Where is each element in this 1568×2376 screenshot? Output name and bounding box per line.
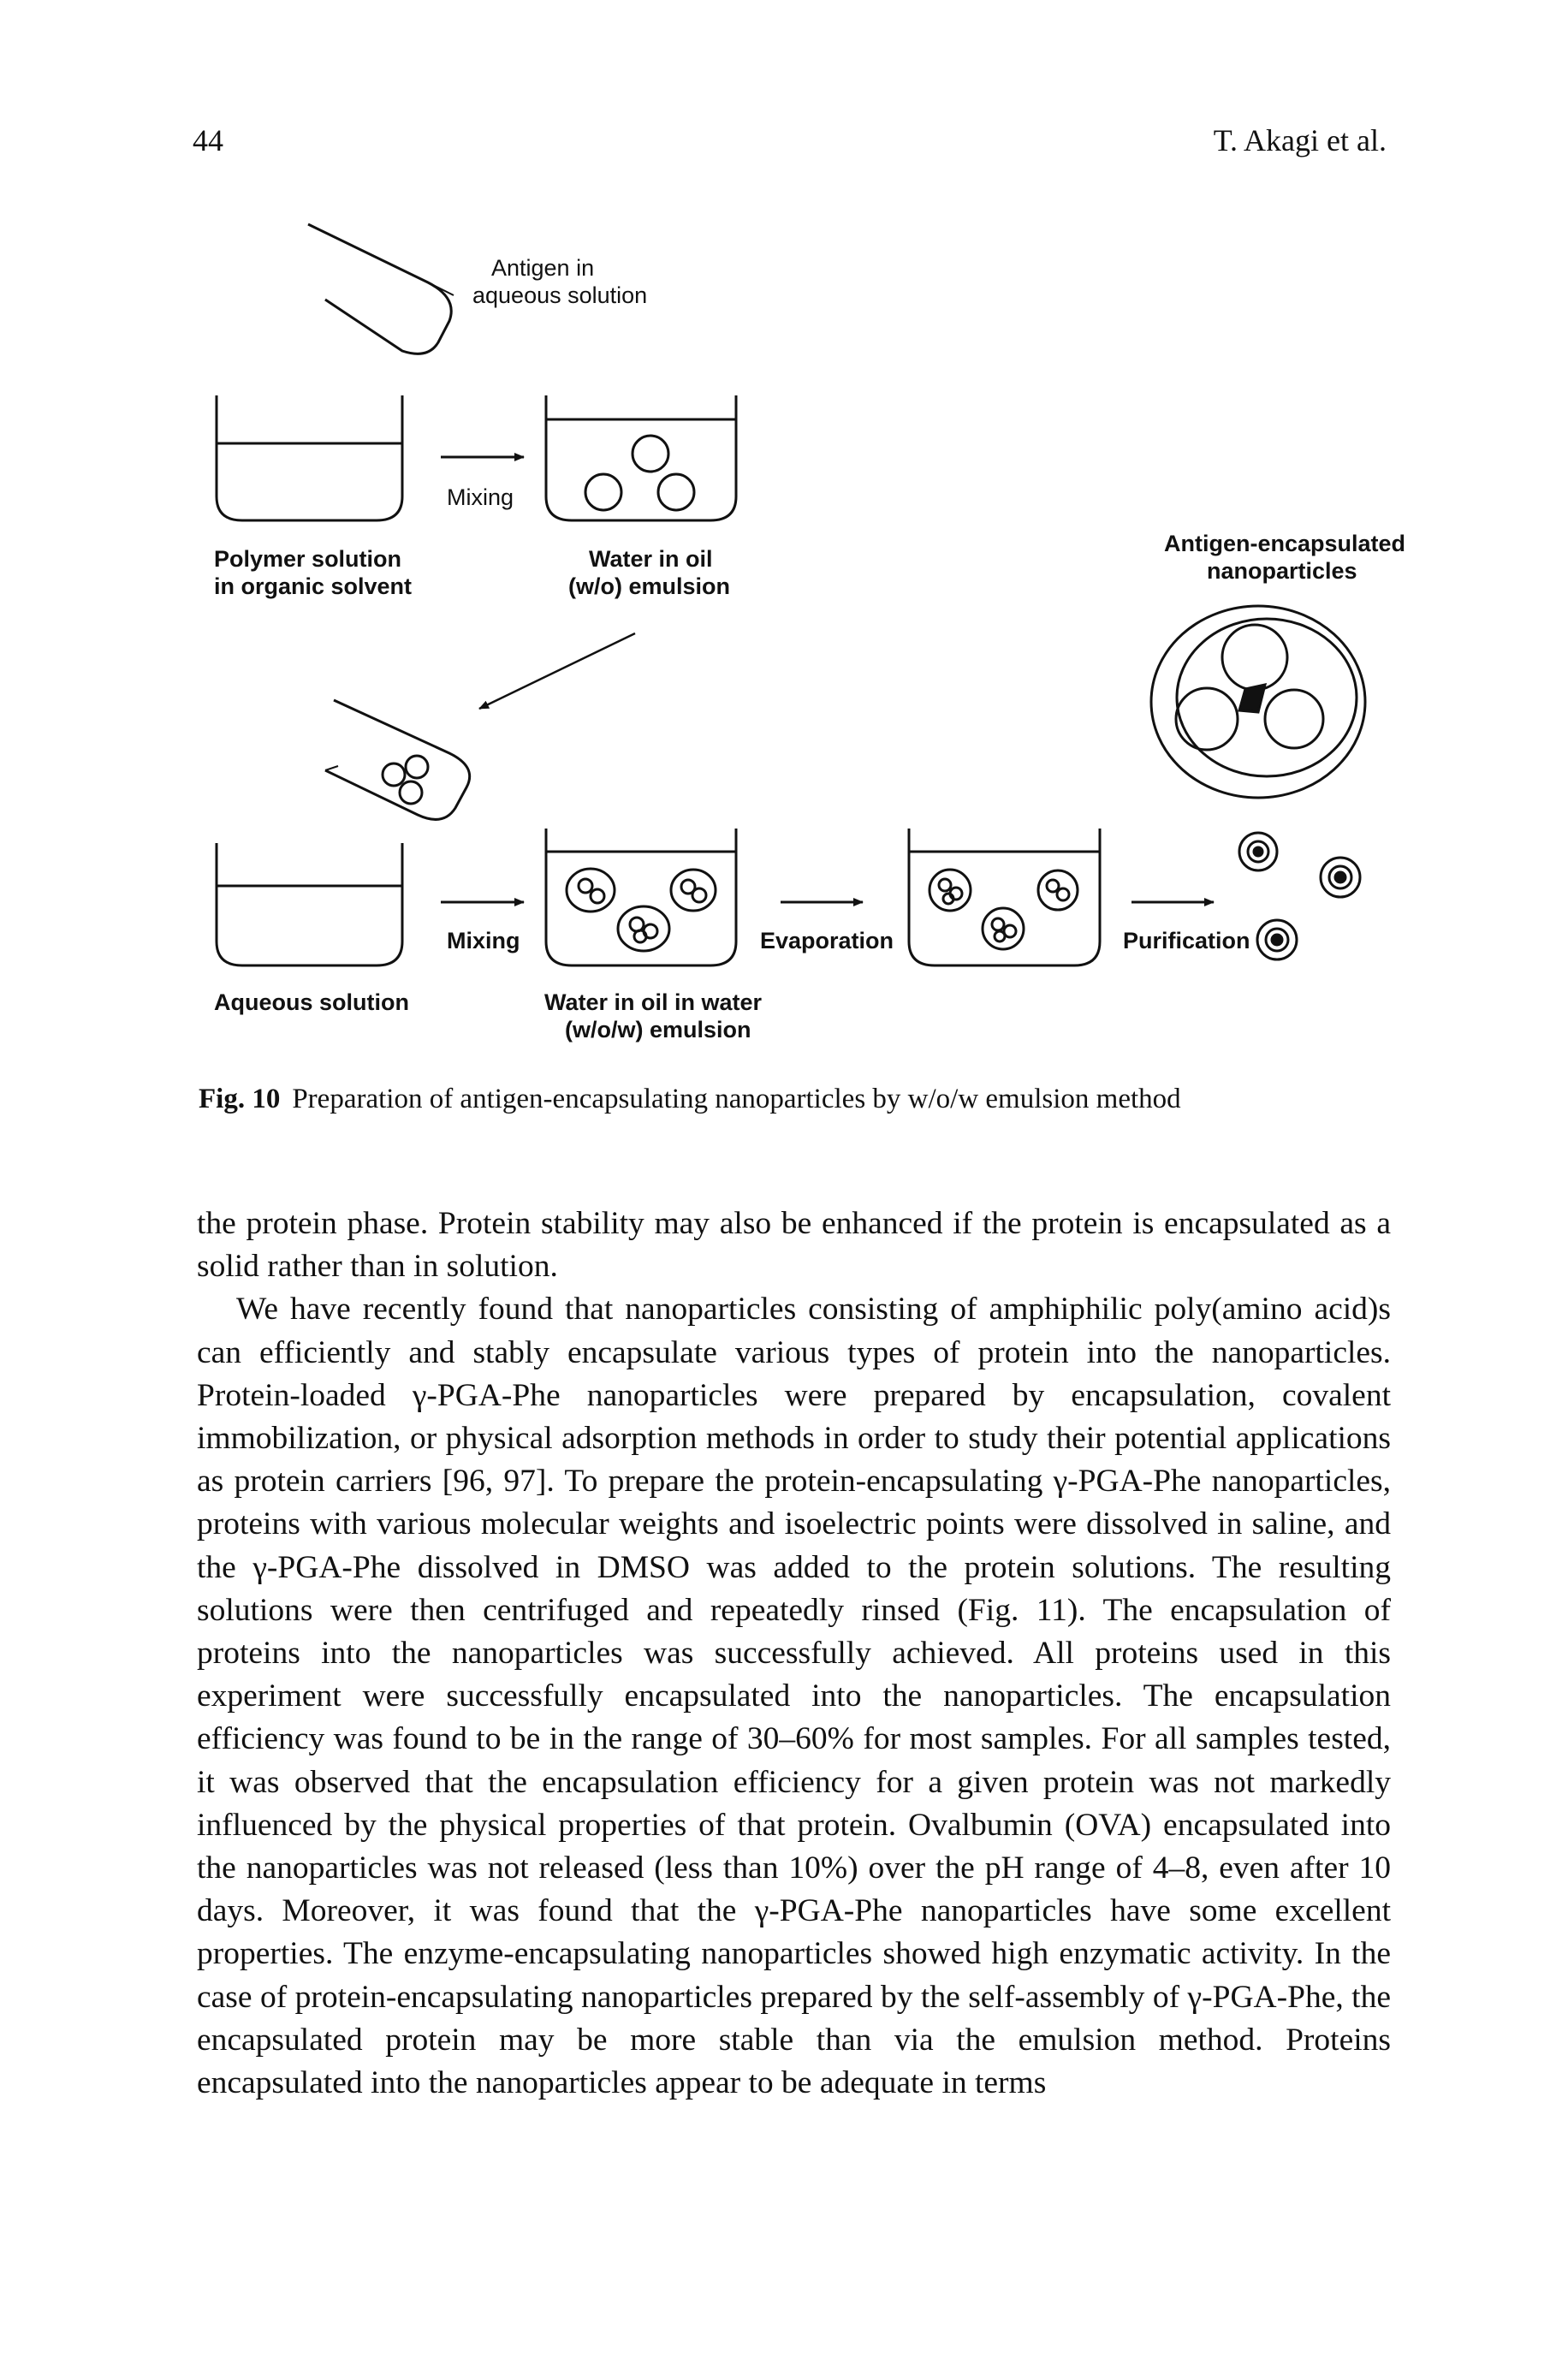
paragraph-1: the protein phase. Protein stability may… xyxy=(197,1206,1391,1285)
large-nanoparticle xyxy=(1149,604,1367,799)
label-in-organic-solvent: in organic solvent xyxy=(214,573,412,599)
caption-figure-number: Fig. 10 xyxy=(199,1084,281,1114)
label-water-in-oil: Water in oil xyxy=(589,546,713,572)
label-aqueous-solution: Aqueous solution xyxy=(214,989,409,1015)
pouring-tube-top xyxy=(307,223,454,355)
pouring-tube-bottom xyxy=(324,698,472,821)
beaker-wow-emulsion xyxy=(544,829,738,967)
caption-text: Preparation of antigen-encapsulating nan… xyxy=(292,1084,1181,1114)
label-mixing-1: Mixing xyxy=(447,484,514,510)
label-water-in-oil-in-water: Water in oil in water xyxy=(544,989,763,1015)
figure-caption: Fig. 10 Preparation of antigen-encapsulat… xyxy=(199,1080,1397,1118)
running-head: 44 T. Akagi et al. xyxy=(0,120,1568,161)
label-mixing-2: Mixing xyxy=(447,928,520,953)
label-evaporation: Evaporation xyxy=(760,928,894,953)
label-wo-emulsion: (w/o) emulsion xyxy=(568,573,730,599)
label-aqueous-solution-top: aqueous solution xyxy=(472,282,647,308)
label-antigen-encapsulated: Antigen-encapsulated xyxy=(1164,531,1405,556)
beaker-evaporated xyxy=(907,829,1102,967)
label-nanoparticles: nanoparticles xyxy=(1207,558,1357,584)
purified-nanoparticles xyxy=(1238,831,1362,961)
body-text: the protein phase. Protein stability may… xyxy=(197,1203,1391,2105)
paragraph-2: We have recently found that nanoparticle… xyxy=(197,1292,1391,2101)
arrow-diagonal xyxy=(478,632,636,710)
label-wow-emulsion: (w/o/w) emulsion xyxy=(565,1017,751,1042)
beaker-wo-emulsion xyxy=(544,395,738,522)
label-antigen-in: Antigen in xyxy=(491,255,594,281)
emulsion-diagram: Antigen in aqueous solution Polymer solu… xyxy=(214,223,1405,1042)
beaker-aqueous-solution xyxy=(215,843,404,967)
running-head-authors: T. Akagi et al. xyxy=(1213,123,1387,157)
label-polymer-solution: Polymer solution xyxy=(214,546,401,572)
page-number: 44 xyxy=(193,123,223,157)
beaker-polymer-solution xyxy=(215,395,404,522)
figure-10: Antigen in aqueous solution Polymer solu… xyxy=(0,0,1568,1130)
label-purification: Purification xyxy=(1123,928,1250,953)
